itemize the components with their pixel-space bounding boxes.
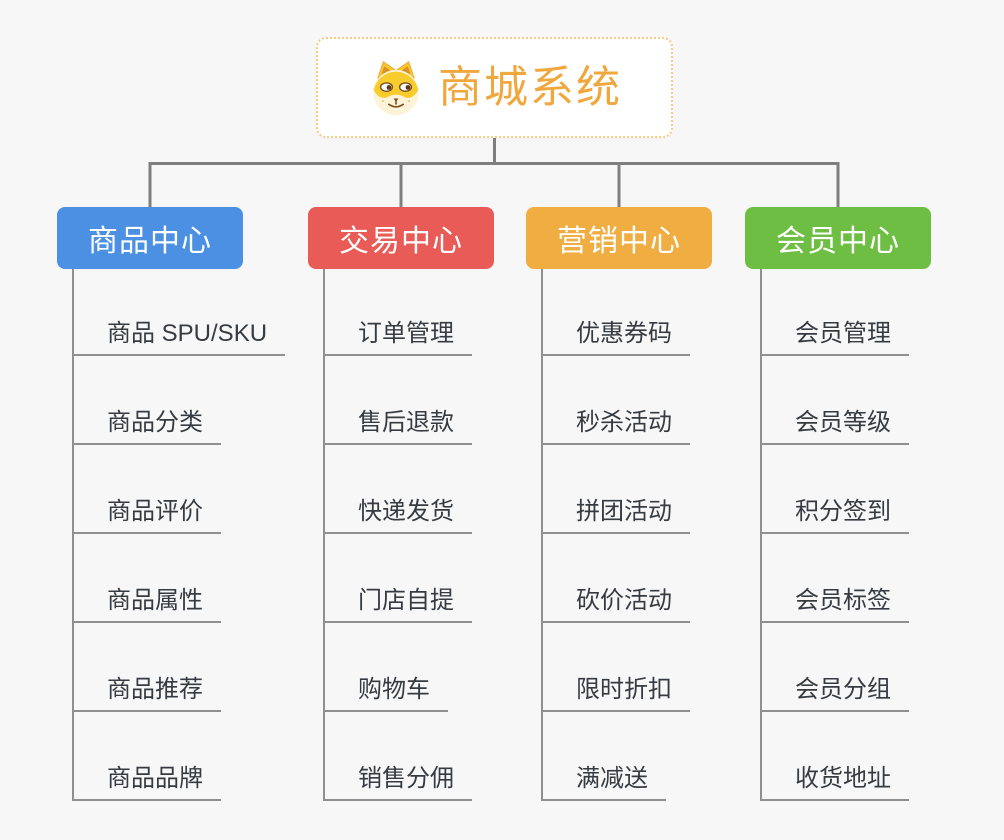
leaf-node[interactable]: 商品属性 — [74, 587, 221, 623]
leaf-node[interactable]: 商品品牌 — [74, 765, 221, 801]
branch-header-marketing-center[interactable]: 营销中心 — [526, 207, 712, 269]
leaf-node[interactable]: 会员等级 — [762, 409, 909, 445]
leaf-node[interactable]: 秒杀活动 — [543, 409, 690, 445]
leaf-node[interactable]: 售后退款 — [325, 409, 472, 445]
root-node[interactable]: 商城系统 — [316, 37, 673, 138]
dog-face-icon — [373, 60, 419, 115]
leaf-node[interactable]: 订单管理 — [325, 320, 472, 356]
branch-header-trade-center[interactable]: 交易中心 — [308, 207, 494, 269]
branch-member-leaves: 会员管理 会员等级 积分签到 会员标签 会员分组 收货地址 — [760, 269, 931, 801]
branch-trade-leaves: 订单管理 售后退款 快递发货 门店自提 购物车 销售分佣 — [323, 269, 494, 801]
leaf-node[interactable]: 销售分佣 — [325, 765, 472, 801]
leaf-node[interactable]: 快递发货 — [325, 498, 472, 534]
root-node-title: 商城系统 — [438, 62, 622, 112]
branch-header-product-center[interactable]: 商品中心 — [57, 207, 243, 269]
leaf-node[interactable]: 限时折扣 — [543, 676, 690, 712]
leaf-node[interactable]: 门店自提 — [325, 587, 472, 623]
leaf-node[interactable]: 商品推荐 — [74, 676, 221, 712]
leaf-node[interactable]: 拼团活动 — [543, 498, 690, 534]
branch-product-leaves: 商品 SPU/SKU 商品分类 商品评价 商品属性 商品推荐 商品品牌 — [72, 269, 286, 801]
leaf-node[interactable]: 砍价活动 — [543, 587, 690, 623]
leaf-node[interactable]: 会员管理 — [762, 320, 909, 356]
branch-marketing-leaves: 优惠券码 秒杀活动 拼团活动 砍价活动 限时折扣 满减送 — [541, 269, 712, 801]
leaf-node[interactable]: 商品分类 — [74, 409, 221, 445]
branch-trade-center: 交易中心 订单管理 售后退款 快递发货 门店自提 购物车 销售分佣 — [308, 207, 494, 801]
branch-marketing-center: 营销中心 优惠券码 秒杀活动 拼团活动 砍价活动 限时折扣 满减送 — [526, 207, 712, 801]
branch-product-center: 商品中心 商品 SPU/SKU 商品分类 商品评价 商品属性 商品推荐 商品品牌 — [57, 207, 286, 801]
leaf-node[interactable]: 收货地址 — [762, 765, 909, 801]
leaf-node[interactable]: 满减送 — [543, 765, 666, 801]
leaf-node[interactable]: 会员标签 — [762, 587, 909, 623]
leaf-node[interactable]: 商品评价 — [74, 498, 221, 534]
leaf-node[interactable]: 优惠券码 — [543, 320, 690, 356]
branch-member-center: 会员中心 会员管理 会员等级 积分签到 会员标签 会员分组 收货地址 — [745, 207, 931, 801]
leaf-node[interactable]: 购物车 — [325, 676, 448, 712]
leaf-node[interactable]: 积分签到 — [762, 498, 909, 534]
leaf-node[interactable]: 商品 SPU/SKU — [74, 320, 286, 356]
leaf-node[interactable]: 会员分组 — [762, 676, 909, 712]
branch-header-member-center[interactable]: 会员中心 — [745, 207, 931, 269]
